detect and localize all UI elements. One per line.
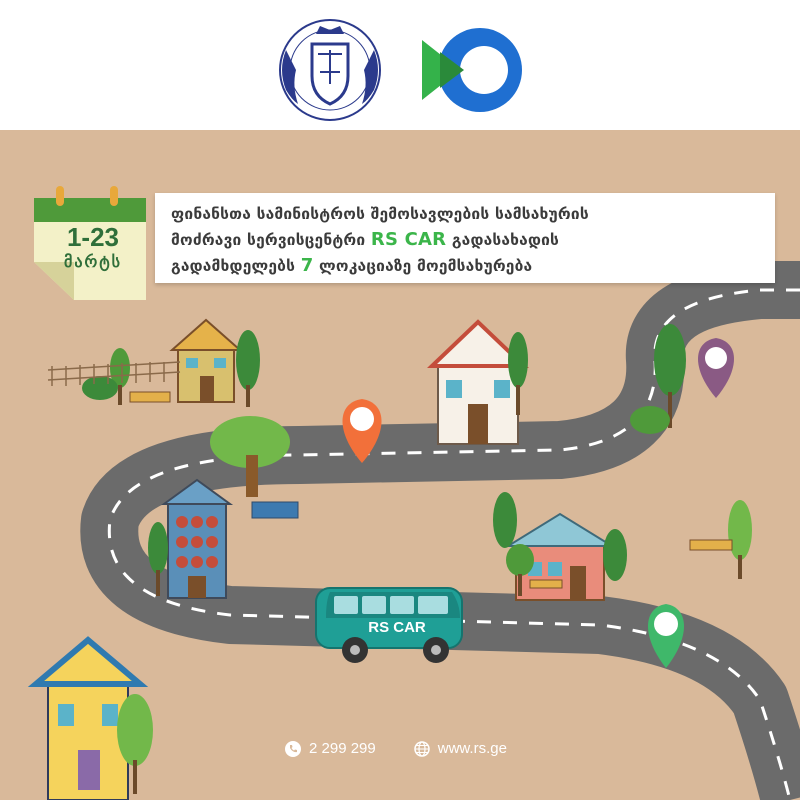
website-link[interactable]: www.rs.ge: [437, 740, 507, 757]
rs-logo-icon: [422, 28, 522, 112]
headline-text: გადამხდელებს: [171, 257, 296, 275]
bus-label: RS CAR: [368, 619, 426, 636]
date-month: მარტს: [63, 254, 123, 271]
headline-line-2: მოძრავი სერვისცენტრი RS CAR გადასახადის: [171, 227, 763, 253]
headline-line-1: ფინანსთა სამინისტროს შემოსავლების სამსახ…: [171, 201, 763, 227]
headline-highlight: RS CAR: [370, 229, 447, 250]
rs-car-bus: [315, 587, 463, 663]
benches: [129, 391, 733, 589]
location-pin-icon: [648, 604, 684, 668]
house-top-left: [169, 318, 243, 403]
trees: [82, 324, 752, 794]
headline-text: მოძრავი სერვისცენტრი: [171, 231, 366, 249]
date-range: 1-23: [66, 222, 120, 252]
house-bottom-left: [27, 636, 149, 800]
phone-number[interactable]: 2 299 299: [309, 740, 376, 757]
header-band: [0, 0, 800, 130]
location-pin-icon: [698, 338, 734, 398]
location-pin-icon: [342, 399, 382, 463]
headline-box: ფინანსთა სამინისტროს შემოსავლების სამსახ…: [155, 193, 775, 283]
date-badge: 1-23 მარტს: [38, 222, 148, 274]
headline-highlight: 7: [300, 255, 314, 276]
house-blue-tall: [160, 478, 234, 599]
headline-text: გადასახადის: [451, 231, 560, 249]
globe-icon: [413, 740, 430, 757]
phone-icon: [285, 740, 301, 757]
house-center-white: [427, 319, 529, 445]
headline-text: ლოკაციაზე მოემსახურება: [319, 257, 533, 275]
ministry-emblem-icon: [279, 19, 381, 121]
headline-text: ფინანსთა სამინისტროს შემოსავლების სამსახ…: [171, 205, 589, 223]
fence: [47, 361, 181, 386]
contacts: 2 299 299 www.rs.ge: [285, 740, 507, 757]
headline-line-3: გადამხდელებს 7 ლოკაციაზე მოემსახურება: [171, 253, 763, 279]
calendar-icon: [34, 186, 146, 300]
